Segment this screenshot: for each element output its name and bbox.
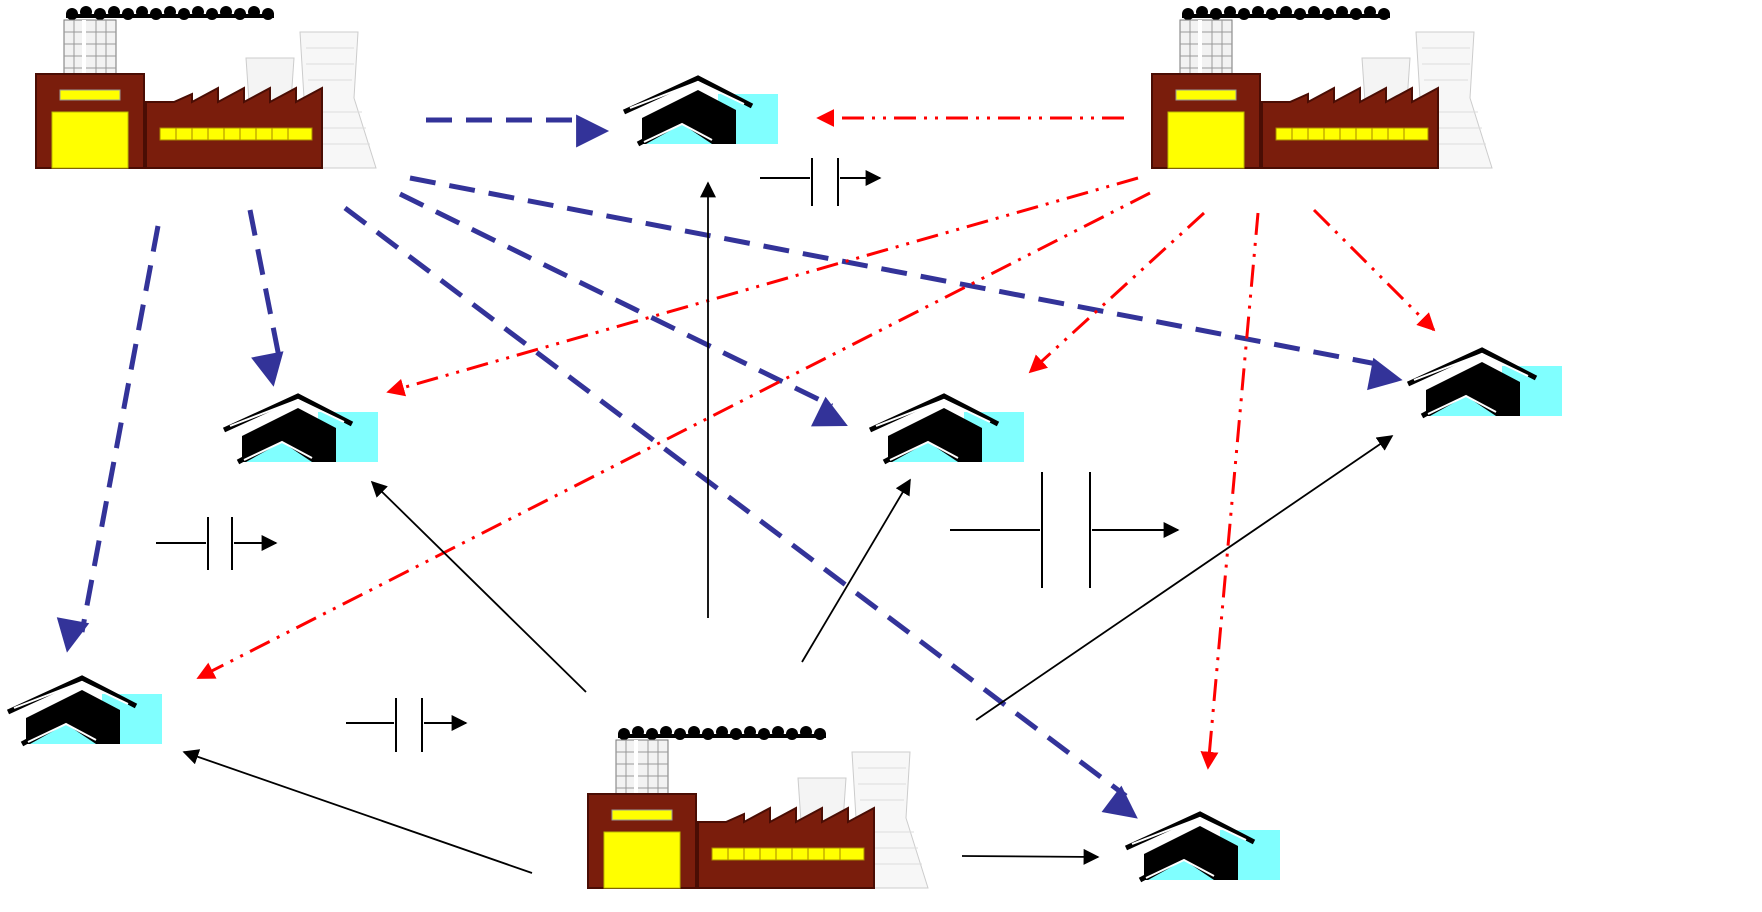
house-icon (1126, 814, 1280, 880)
factory-icon (587, 725, 929, 889)
red-arrow (1200, 212, 1260, 770)
red-supply-arrows (196, 109, 1436, 770)
black-arrow (975, 435, 1394, 721)
blue-arrow (343, 206, 1138, 819)
black-arrow (182, 749, 533, 874)
blue-arrow (398, 191, 848, 427)
house-icon (870, 396, 1024, 462)
blue-arrow (247, 209, 284, 387)
capacitor-icon (346, 698, 466, 752)
red-arrow (196, 191, 1151, 680)
house-icon (624, 78, 778, 144)
black-arrow (801, 478, 911, 663)
black-arrow (961, 848, 1100, 865)
blue-arrow (409, 175, 1403, 391)
capacitor-icon (156, 517, 276, 570)
black-supply-arrows (182, 181, 1394, 874)
red-arrow (1312, 208, 1436, 332)
house-icon (224, 396, 378, 462)
red-arrow (386, 176, 1139, 397)
black-arrow (370, 480, 587, 693)
factory-icon (35, 5, 377, 169)
red-arrow (1028, 211, 1206, 374)
blue-supply-arrows (56, 114, 1403, 819)
capacitor-icon (760, 158, 880, 206)
factory-icon (1151, 5, 1493, 169)
blue-arrow (56, 225, 161, 653)
capacitor-icon (950, 472, 1178, 588)
house-icon (1408, 350, 1562, 416)
house-icon (8, 678, 162, 744)
